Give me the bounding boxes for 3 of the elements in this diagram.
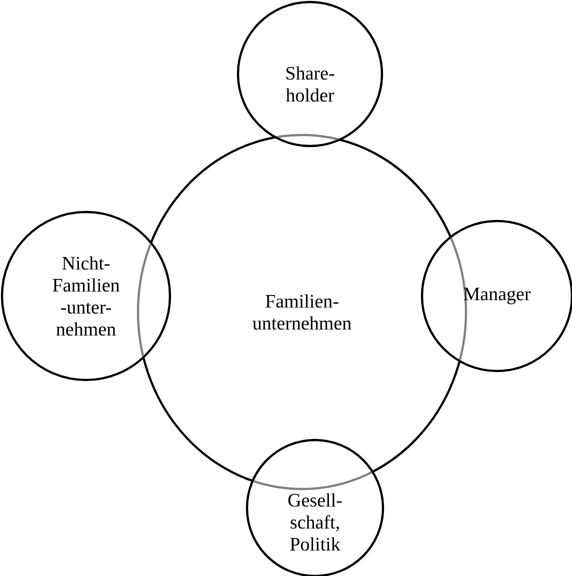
node-label: Share- holder xyxy=(286,66,334,102)
node-label: Gesell- schaft, Politik xyxy=(288,493,342,551)
node-label: Nicht- Familien -unter- nehmen xyxy=(52,256,120,336)
